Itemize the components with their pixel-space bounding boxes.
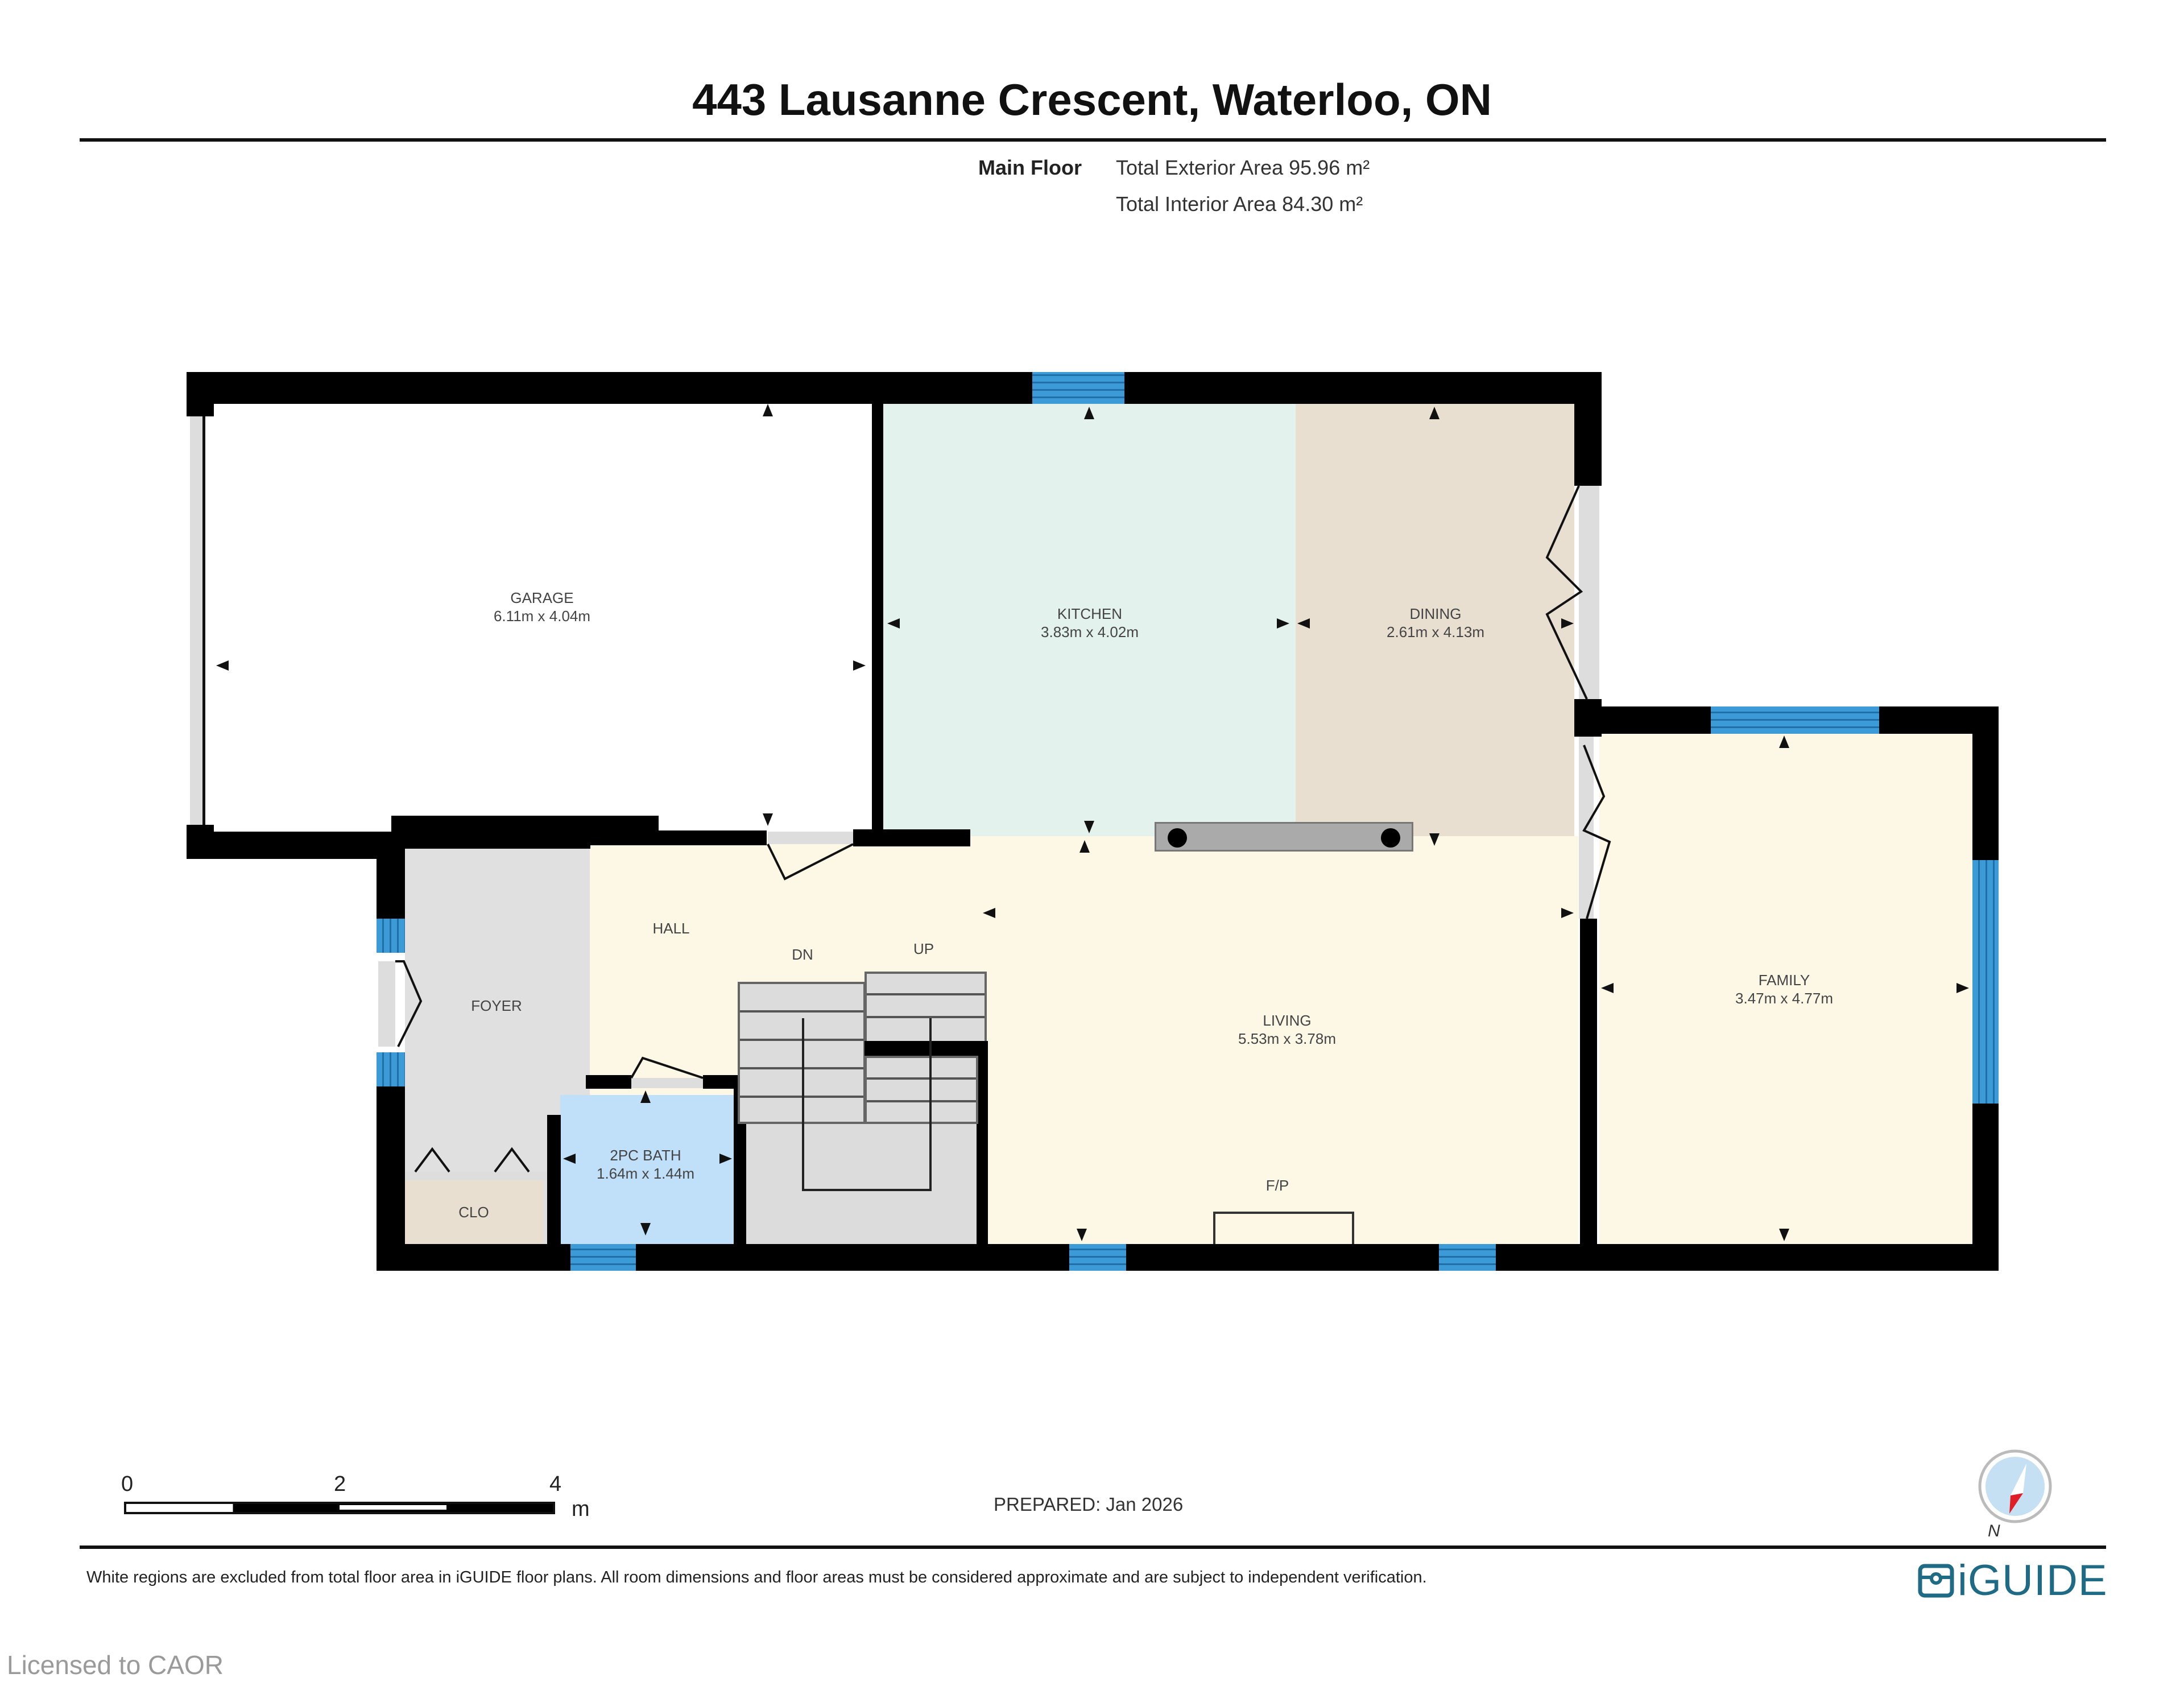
bath-door-sill xyxy=(631,1078,703,1088)
room-garage xyxy=(205,398,874,839)
dim-arrow-icon xyxy=(719,1154,732,1164)
page-title: 443 Lausanne Crescent, Waterloo, ON xyxy=(692,75,1492,125)
compass-icon xyxy=(1976,1448,2054,1525)
dim-arrow-icon xyxy=(887,618,900,629)
foyer-door-opening xyxy=(378,961,395,1047)
wall-bottom xyxy=(377,1244,1999,1271)
scale-tick-0: 0 xyxy=(121,1472,134,1496)
wall-bath-left xyxy=(547,1115,561,1263)
prepared-date: PREPARED: Jan 2026 xyxy=(994,1494,1184,1515)
scale-tick-2: 2 xyxy=(334,1472,346,1496)
iguide-logo: iGUIDE xyxy=(1918,1556,2108,1605)
window-bath xyxy=(570,1244,636,1271)
dim-arrow-icon xyxy=(1779,1229,1789,1241)
dim-arrow-icon xyxy=(1084,821,1094,833)
dim-arrow-icon xyxy=(1077,1229,1087,1241)
label-closet: CLO xyxy=(458,1204,489,1221)
wall-stair-right xyxy=(977,1041,988,1257)
header-divider xyxy=(80,138,2106,142)
dim-arrow-icon xyxy=(1297,618,1310,629)
dim-arrow-icon xyxy=(1079,840,1090,853)
label-stairs-down: DN xyxy=(792,946,813,963)
dining-door-opening xyxy=(1579,486,1599,699)
dim-arrow-icon xyxy=(1429,407,1440,419)
wall-family-right-top xyxy=(1972,706,1999,860)
dim-arrow-icon xyxy=(983,908,995,918)
room-dining xyxy=(1296,404,1574,848)
kitchen-island xyxy=(1155,822,1413,852)
scale-tick-4: 4 xyxy=(549,1472,562,1496)
window-kitchen xyxy=(1032,372,1124,404)
scale-unit: m xyxy=(572,1497,590,1521)
wall-garage-bottom xyxy=(187,832,391,859)
dim-arrow-icon xyxy=(640,1090,651,1103)
wall-dining-right-top xyxy=(1574,372,1602,486)
wall-bath-top-left xyxy=(586,1075,631,1089)
wall-stair-landing xyxy=(864,1041,987,1056)
wall-garage-left-top xyxy=(187,372,214,416)
wall-kitchen-bottom xyxy=(853,829,970,846)
dim-arrow-icon xyxy=(1601,983,1614,993)
dim-arrow-icon xyxy=(216,660,229,671)
room-bath xyxy=(560,1095,734,1244)
wall-garage-bottom-right xyxy=(659,830,767,845)
room-family xyxy=(1599,731,1975,1244)
dim-arrow-icon xyxy=(763,404,773,416)
wall-top xyxy=(187,372,1602,404)
label-hall: HALL xyxy=(652,920,690,937)
disclaimer: White regions are excluded from total fl… xyxy=(86,1568,1427,1586)
iguide-brand: iGUIDE xyxy=(1958,1556,2108,1605)
window-foyer-lower xyxy=(377,1052,405,1086)
dim-arrow-icon xyxy=(563,1154,576,1164)
stairs-up-bottom xyxy=(864,1056,978,1124)
dim-arrow-icon xyxy=(1277,618,1289,629)
dim-arrow-icon xyxy=(1084,407,1094,419)
footer-divider xyxy=(80,1546,2106,1549)
scale-bar xyxy=(124,1502,555,1514)
window-foyer-upper xyxy=(377,919,405,953)
wall-garage-kitchen xyxy=(872,398,883,842)
wall-foyer-left-top xyxy=(377,842,405,919)
wall-foyer-left-bottom xyxy=(377,1086,405,1271)
wall-closet-top xyxy=(405,1172,547,1180)
dim-arrow-icon xyxy=(640,1223,651,1235)
dim-arrow-icon xyxy=(1779,735,1789,748)
iguide-camera-icon xyxy=(1918,1564,1954,1597)
dim-arrow-icon xyxy=(1429,833,1440,846)
label-stairs-up: UP xyxy=(913,940,934,957)
room-kitchen xyxy=(883,404,1296,836)
interior-area: Total Interior Area 84.30 m² xyxy=(1116,192,1363,216)
window-living-right xyxy=(1439,1244,1496,1271)
room-closet xyxy=(405,1180,543,1244)
label-fireplace: F/P xyxy=(1265,1177,1289,1194)
stair-path-line xyxy=(802,1018,932,1191)
license-watermark: Licensed to CAOR xyxy=(7,1650,224,1680)
label-foyer: FOYER xyxy=(471,997,522,1014)
wall-living-family xyxy=(1580,919,1597,1271)
wall-family-right-bottom xyxy=(1972,1104,1999,1271)
compass-north-label: N xyxy=(1988,1522,2000,1540)
dim-arrow-icon xyxy=(1561,618,1574,629)
wall-foyer-top xyxy=(391,836,590,849)
window-family-top xyxy=(1711,706,1879,734)
window-family-right xyxy=(1972,860,1999,1104)
garage-door-sill xyxy=(768,832,853,844)
fireplace xyxy=(1213,1212,1354,1244)
dim-arrow-icon xyxy=(1561,908,1574,918)
garage-door-opening xyxy=(190,416,205,825)
dim-arrow-icon xyxy=(1956,983,1969,993)
floor-label: Main Floor xyxy=(978,156,1082,179)
exterior-area: Total Exterior Area 95.96 m² xyxy=(1116,156,1370,179)
dim-arrow-icon xyxy=(763,813,773,826)
window-living-left xyxy=(1069,1244,1126,1271)
stairs-down xyxy=(738,982,866,1124)
dim-arrow-icon xyxy=(853,660,866,671)
